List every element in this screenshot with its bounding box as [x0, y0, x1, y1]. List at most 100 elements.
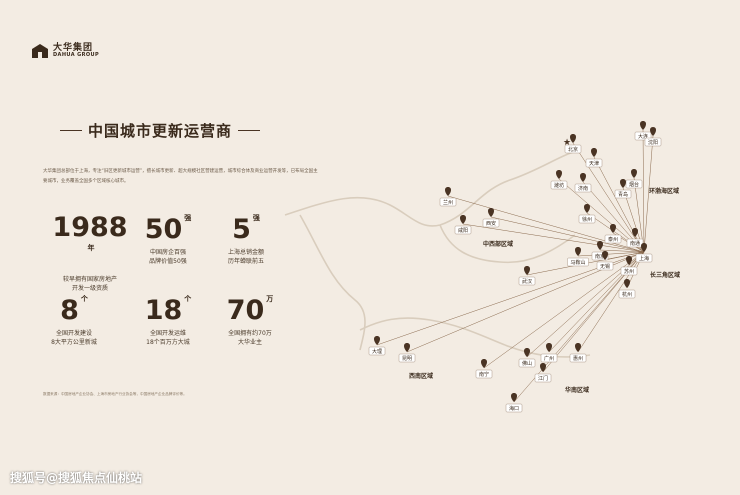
city-pin[interactable]: 烟台 [625, 169, 643, 189]
city-pin[interactable]: 天津 [585, 148, 603, 168]
city-label-box [569, 353, 587, 363]
map-pin-icon [524, 348, 530, 357]
city-label: 佛山 [522, 360, 532, 367]
map-pin-icon [488, 208, 494, 217]
city-label-box [614, 189, 632, 199]
region-label-south: 华南区域 [565, 386, 589, 394]
city-label-box [540, 353, 558, 363]
stat-founded: 1988年 较早拥有国家房地产 开发一级资质 [50, 213, 130, 293]
intro-paragraph: 大华集团总部位于上海，专注“旧区更新城市运营”，擅长城市更新、超大规模社区营建运… [43, 169, 318, 184]
city-pin[interactable]: 青岛 [614, 179, 632, 199]
route-line [483, 251, 645, 369]
map-pin-icon [640, 121, 646, 130]
city-label: 昆明 [402, 356, 412, 362]
city-pin[interactable]: 沈阳 [644, 127, 662, 147]
map-pin-icon [460, 215, 466, 224]
city-label-box [635, 253, 653, 263]
stat-unit: 万 [266, 295, 274, 303]
city-pin[interactable]: 咸阳 [454, 215, 472, 235]
city-label-box [398, 353, 416, 363]
city-label: 苏州 [624, 268, 634, 275]
city-label-box [644, 137, 662, 147]
map-pin-icon [624, 279, 630, 288]
city-pin[interactable]: 佛山 [518, 348, 536, 368]
city-pin[interactable]: 兰州 [439, 187, 457, 207]
map-pin-icon [540, 363, 546, 372]
route-line [572, 142, 645, 253]
city-pin[interactable]: 济南 [574, 173, 592, 193]
capital-star-icon: ★ [563, 138, 571, 148]
map-pin-icon [546, 343, 552, 352]
city-label: 大连 [638, 133, 648, 140]
region-label-midwest: 中西部区域 [483, 240, 513, 248]
route-lines [376, 129, 654, 403]
city-label: 南通 [630, 240, 640, 247]
city-label-box [550, 180, 568, 190]
map-pin-icon [556, 170, 562, 179]
map-pin-icon [570, 134, 576, 143]
map-pin-icon [524, 266, 530, 275]
city-pin[interactable]: 武汉 [518, 266, 536, 286]
brand-name-en: DAHUA GROUP [53, 52, 100, 59]
map-pin-icon [404, 343, 410, 352]
city-pin[interactable]: 西安 [482, 208, 500, 228]
city-label-box [596, 261, 614, 271]
city-label: 江门 [538, 375, 548, 382]
city-pin[interactable]: 大理 [368, 336, 386, 356]
stat-number: 8 [60, 295, 79, 326]
city-label-box [625, 179, 643, 189]
stat-number: 5 [232, 214, 251, 245]
city-label-box [534, 373, 552, 383]
city-label-box [475, 369, 493, 379]
city-pin[interactable]: 苏州 [620, 256, 638, 276]
route-line [577, 251, 645, 257]
city-pin[interactable]: 惠州 [569, 343, 587, 363]
map-pin-icon [641, 243, 647, 252]
route-line [642, 129, 645, 253]
city-label: 咸阳 [458, 227, 468, 234]
city-pin[interactable]: 南宁 [475, 359, 493, 379]
route-line [643, 135, 654, 253]
city-pin[interactable]: 上海 [635, 243, 653, 263]
map-pin-icon [620, 179, 626, 188]
city-pin[interactable]: ★北京 [563, 134, 582, 154]
data-source-note: 数据来源：中国房地产企业协会、上海市房地产行业协会等，中国房地产企业品牌评价等。 [43, 392, 187, 396]
city-pin[interactable]: 广州 [540, 343, 558, 363]
dahua-logo-icon [32, 44, 48, 59]
city-pin[interactable]: 江门 [534, 363, 552, 383]
city-pin[interactable]: 南通 [626, 228, 644, 248]
city-pin[interactable]: 海口 [505, 393, 523, 413]
city-pin[interactable]: 马鞍山 [567, 247, 589, 267]
stat-description: 较早拥有国家房地产 开发一级资质 [62, 276, 117, 292]
city-pin[interactable]: 泰州 [604, 224, 622, 244]
city-pin[interactable]: 徐州 [578, 204, 596, 224]
city-label-box [368, 346, 386, 356]
city-label: 潍坊 [554, 182, 564, 189]
map-pin-icon [374, 336, 380, 345]
city-label: 无锡 [600, 263, 610, 270]
city-pin[interactable]: 潍坊 [550, 170, 568, 190]
city-label: 广州 [544, 355, 554, 362]
brand-name-cn: 大华集团 [53, 43, 94, 53]
city-label-box [626, 238, 644, 248]
city-label-box [439, 197, 457, 207]
city-label-box [574, 183, 592, 193]
city-pin[interactable]: 无锡 [596, 251, 614, 271]
city-pin[interactable]: 杭州 [618, 279, 636, 299]
city-label: 兰州 [443, 199, 453, 206]
city-label-box [618, 289, 636, 299]
city-label: 天津 [589, 160, 599, 167]
stat-unit: 强 [184, 214, 192, 222]
map-pin-icon [632, 228, 638, 237]
watermark: 搜狐号@搜狐焦点仙桃站 [10, 471, 143, 485]
city-label: 济南 [578, 185, 588, 192]
city-pin[interactable]: 昆明 [398, 343, 416, 363]
map-pin-icon [597, 241, 603, 250]
city-label: 西安 [486, 220, 496, 227]
city-pins[interactable]: ★北京天津大连沈阳烟台青岛济南潍坊兰州西安咸阳徐州南通泰州南京马鞍山无锡苏州上海… [368, 121, 662, 413]
stat-unit: 个 [80, 295, 88, 303]
route-line [447, 195, 645, 253]
